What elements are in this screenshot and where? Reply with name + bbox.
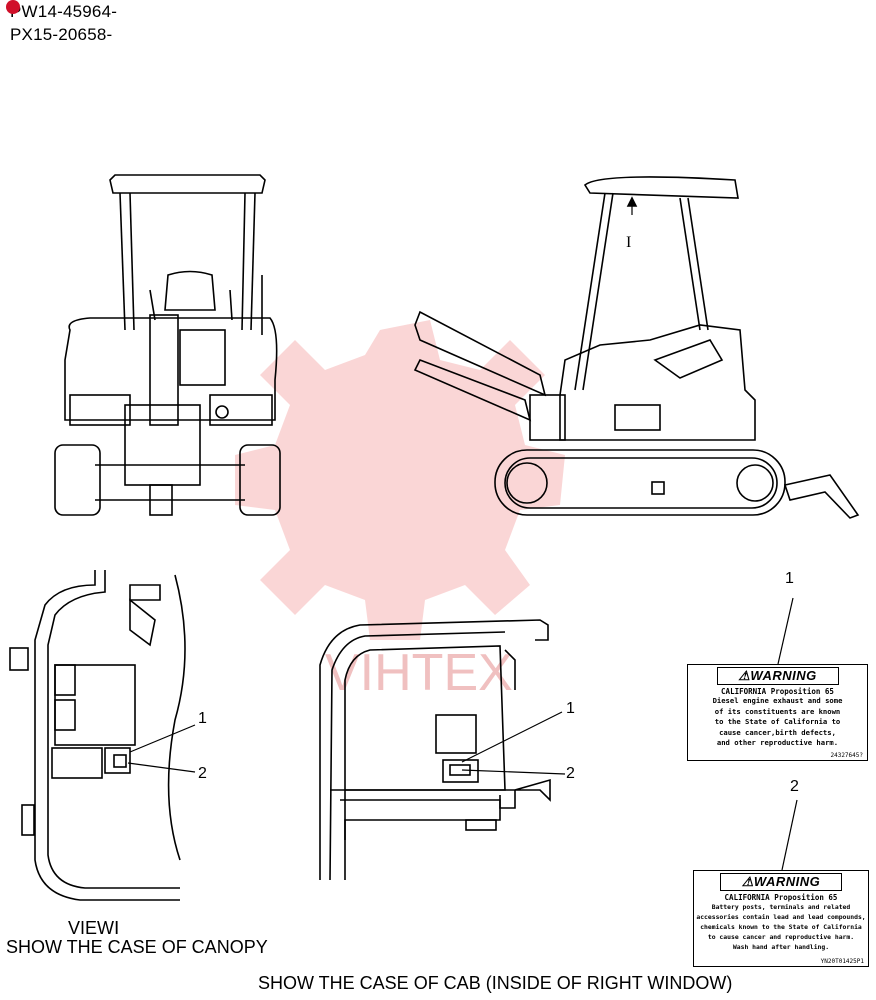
cab-window-detail [319, 619, 566, 881]
serial-range-1: PW14-45964- [6, 0, 118, 22]
excavator-side-view [413, 176, 860, 519]
watermark-text: VIHTEX [325, 644, 513, 702]
callout-right-2: 2 [790, 778, 799, 795]
view-marker-i: I [626, 234, 631, 251]
caption-view-i: VIEWⅠ [68, 918, 120, 938]
warning-body-2: Battery posts, terminals and related acc… [696, 903, 866, 951]
caption-cab: SHOW THE CASE OF CAB (INSIDE OF RIGHT WI… [258, 973, 733, 993]
red-marker-dot [6, 0, 20, 14]
warning-code-2: YN20T01425P1 [820, 958, 864, 965]
canopy-window-detail [9, 570, 196, 901]
warning-label-1: ⚠WARNING CALIFORNIA Proposition 65 Diese… [687, 664, 868, 761]
callout-left-2: 2 [198, 765, 207, 782]
warning-label-2: ⚠WARNING CALIFORNIA Proposition 65 Batte… [693, 870, 869, 967]
caption-canopy: SHOW THE CASE OF CANOPY [6, 937, 268, 957]
watermark-gear [235, 320, 565, 640]
warning-code-1: 24327645? [830, 752, 863, 759]
serial-text-1: PW14-45964- [10, 2, 118, 21]
callout-mid-2: 2 [566, 765, 575, 782]
warning-body-1: Diesel engine exhaust and some of its co… [712, 696, 843, 748]
label-leader-lines [777, 597, 798, 871]
warning-title-1: CALIFORNIA Proposition 65 [721, 687, 834, 696]
callout-left-1: 1 [198, 710, 207, 727]
warning-heading-1: ⚠WARNING [716, 667, 839, 685]
callout-right-1: 1 [785, 570, 794, 587]
serial-range-2: PX15-20658- [10, 25, 113, 44]
excavator-front-view [54, 174, 281, 516]
callout-mid-1: 1 [566, 700, 575, 717]
warning-title-2: CALIFORNIA Proposition 65 [724, 893, 838, 902]
warning-heading-2: ⚠WARNING [720, 873, 842, 891]
